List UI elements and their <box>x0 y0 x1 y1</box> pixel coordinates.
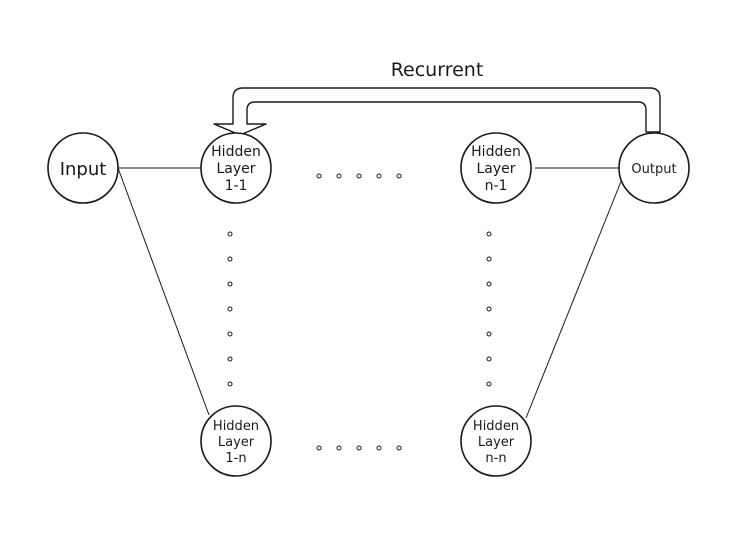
ellipsis-dot-left-3 <box>227 281 233 287</box>
node-output: Output <box>618 132 690 204</box>
ellipsis-dot-left-6 <box>227 356 233 362</box>
node-hidden-1-1-line1: Hidden <box>211 144 261 160</box>
node-hidden-n-1-line3: n-1 <box>485 178 508 194</box>
ellipsis-dot-top-4 <box>376 173 382 179</box>
diagram-title: Recurrent <box>391 59 484 81</box>
ellipsis-dot-right-7 <box>486 381 492 387</box>
node-hidden-n-n: Hidden Layer n-n <box>460 405 532 477</box>
ellipsis-dot-bottom-5 <box>396 445 402 451</box>
node-hidden-1-1-line2: Layer <box>216 161 255 177</box>
ellipsis-dot-right-2 <box>486 256 492 262</box>
node-hidden-n-n-line3: n-n <box>485 451 506 466</box>
ellipsis-dots <box>227 173 492 451</box>
ellipsis-dot-right-1 <box>486 231 492 237</box>
node-hidden-1-n-circle <box>200 405 272 477</box>
edge-hidden-n-n-to-output <box>525 173 625 419</box>
ellipsis-dot-left-1 <box>227 231 233 237</box>
ellipsis-dot-left-4 <box>227 306 233 312</box>
node-hidden-1-n-line1: Hidden <box>213 419 259 434</box>
ellipsis-dot-bottom-2 <box>336 445 342 451</box>
ellipsis-dot-top-2 <box>336 173 342 179</box>
node-hidden-n-1-line2: Layer <box>476 161 515 177</box>
ellipsis-dot-right-3 <box>486 281 492 287</box>
node-hidden-1-n: Hidden Layer 1-n <box>200 405 272 477</box>
ellipsis-dot-left-5 <box>227 331 233 337</box>
ellipsis-dot-left-2 <box>227 256 233 262</box>
ellipsis-dot-right-5 <box>486 331 492 337</box>
node-input: Input <box>47 132 119 204</box>
ellipsis-dot-right-6 <box>486 356 492 362</box>
ellipsis-dot-top-1 <box>316 173 322 179</box>
node-input-label: Input <box>60 159 107 180</box>
ellipsis-dot-left-7 <box>227 381 233 387</box>
node-output-label: Output <box>631 162 676 177</box>
node-hidden-1-1: Hidden Layer 1-1 <box>200 132 272 204</box>
ellipsis-dot-top-3 <box>356 173 362 179</box>
node-hidden-n-1-circle <box>460 132 532 204</box>
connections <box>117 167 625 419</box>
ellipsis-dot-right-4 <box>486 306 492 312</box>
node-hidden-n-1-line1: Hidden <box>471 144 521 160</box>
ellipsis-dot-bottom-3 <box>356 445 362 451</box>
node-hidden-n-n-line1: Hidden <box>473 419 519 434</box>
node-input-circle <box>47 132 119 204</box>
ellipsis-dot-top-5 <box>396 173 402 179</box>
node-hidden-n-n-line2: Layer <box>478 435 515 450</box>
ellipsis-dot-bottom-4 <box>376 445 382 451</box>
node-hidden-1-n-line2: Layer <box>218 435 255 450</box>
node-hidden-1-n-line3: 1-n <box>225 451 246 466</box>
node-hidden-1-1-circle <box>200 132 272 204</box>
node-hidden-n-n-circle <box>460 405 532 477</box>
node-hidden-1-1-line3: 1-1 <box>225 178 248 194</box>
node-hidden-n-1: Hidden Layer n-1 <box>460 132 532 204</box>
recurrent-arrow <box>213 87 661 136</box>
ellipsis-dot-bottom-1 <box>316 445 322 451</box>
edge-input-to-hidden-1-n <box>117 167 210 416</box>
node-output-circle <box>618 132 690 204</box>
